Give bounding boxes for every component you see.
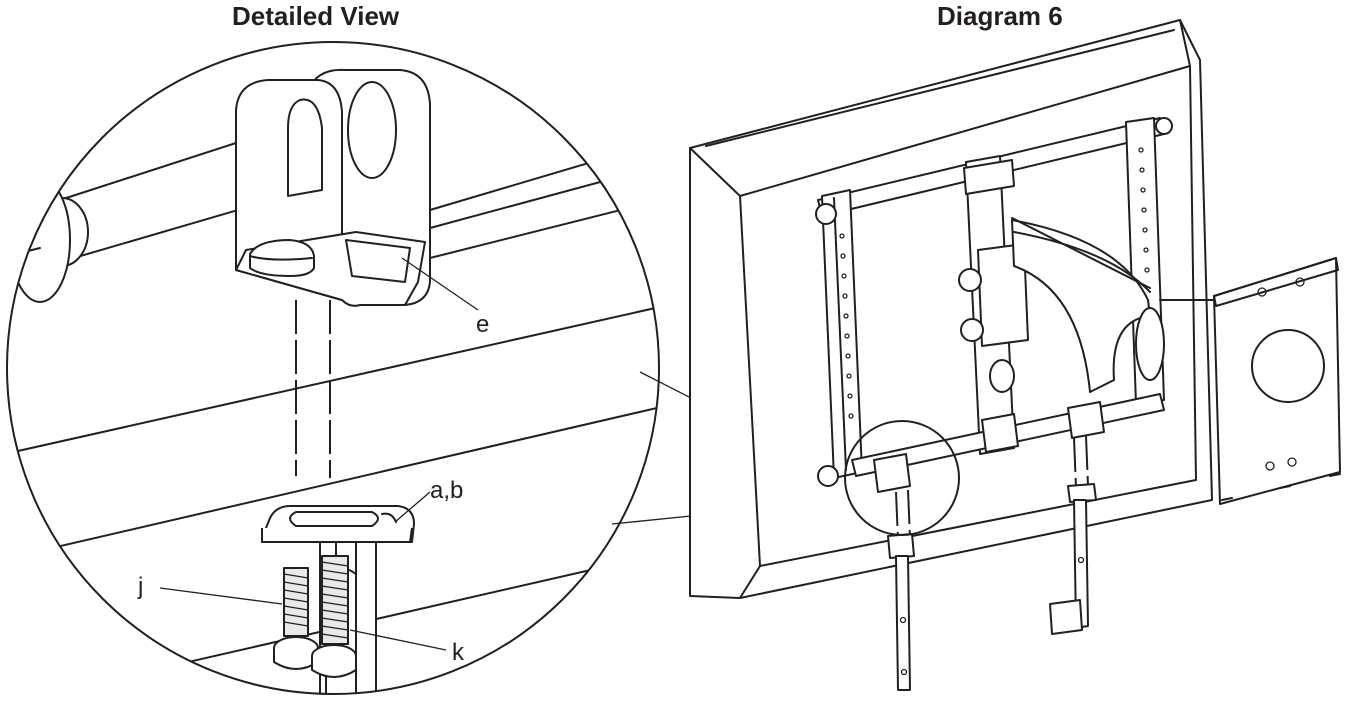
arm-link [1011,217,1151,289]
wall-plate-edge-upper [429,129,659,211]
leader-ab [394,491,431,523]
screw-j [273,567,319,670]
center-hinge-block [977,243,1029,347]
left-bottom-clamp [873,453,911,493]
bracket-tab-edge [249,255,313,261]
slide-plate-side [261,527,413,543]
bracket-tab [249,239,315,277]
screw-k-thread [321,561,349,639]
diagram-6 [689,19,1217,691]
side-plate-center-hole [1251,329,1325,403]
bracket-e [235,68,431,307]
side-wall-plate [1213,257,1341,505]
center-rail-hole [989,359,1015,393]
bracket-front-hole [287,98,323,197]
callout-k: k [452,639,465,666]
wall-plate-edge-lower [7,397,659,561]
slide-plate-slot [289,511,379,527]
articulating-arm [1011,219,1151,393]
screw-k-shank [321,555,349,645]
right-rail-holes [1138,147,1150,273]
side-plate-hole-1 [1257,287,1267,297]
left-rail-knob-top [815,203,837,225]
leader-j [159,587,283,605]
hanging-bracket-right [1049,435,1097,635]
detail-circle [6,41,660,695]
left-rail-holes [839,233,854,419]
screw-k-head-side [311,656,357,678]
screw-k [311,555,357,678]
side-plate-hole-3 [1265,461,1275,471]
arm-pivot [1135,307,1165,381]
center-top-clamp [963,159,1015,195]
left-rail-edge [833,197,847,471]
left-rail-knob-bottom [817,465,839,487]
center-bottom-clamp [981,413,1019,453]
leader-k [349,629,447,651]
frame-inner-panel [739,65,1197,567]
hanging-bracket-left [887,489,915,691]
bracket-bottom-slot [345,239,411,283]
diagram-title: Diagram 6 [937,1,1063,31]
right-bottom-clamp [1067,401,1105,439]
slide-plate-notch [381,512,397,523]
side-plate-top-lip [1213,257,1339,307]
adjust-knob-lower [960,318,984,342]
side-plate-hole-4 [1287,457,1297,467]
side-plate-hole-2 [1295,277,1305,287]
frame-bevel-corner-bl [739,565,761,599]
callout-ab: a,b [430,477,463,504]
detail-view: e a,b j k [6,41,660,695]
right-rail-knob [1155,117,1173,135]
wall-plate-edge-upper-3 [429,189,659,259]
callout-e: e [476,311,489,338]
detail-marker-circle [844,420,960,536]
wall-plate-edge-middle [7,297,659,456]
screw-j-thread [283,573,309,627]
frame-bevel-corner-tl [689,147,741,197]
callout-j: j [137,573,143,600]
adjust-knob-upper [958,268,982,292]
wall-plate-edge-upper-2 [429,154,659,229]
frame-bevel-top [705,29,1175,147]
leader-e [401,257,479,311]
frame-bevel-corner-tr [1179,19,1191,67]
detailed-view-title: Detailed View [232,1,400,31]
slide-plate-ab [261,505,415,543]
side-plate-feet [1221,473,1341,501]
bracket-rear-hole [347,81,397,179]
